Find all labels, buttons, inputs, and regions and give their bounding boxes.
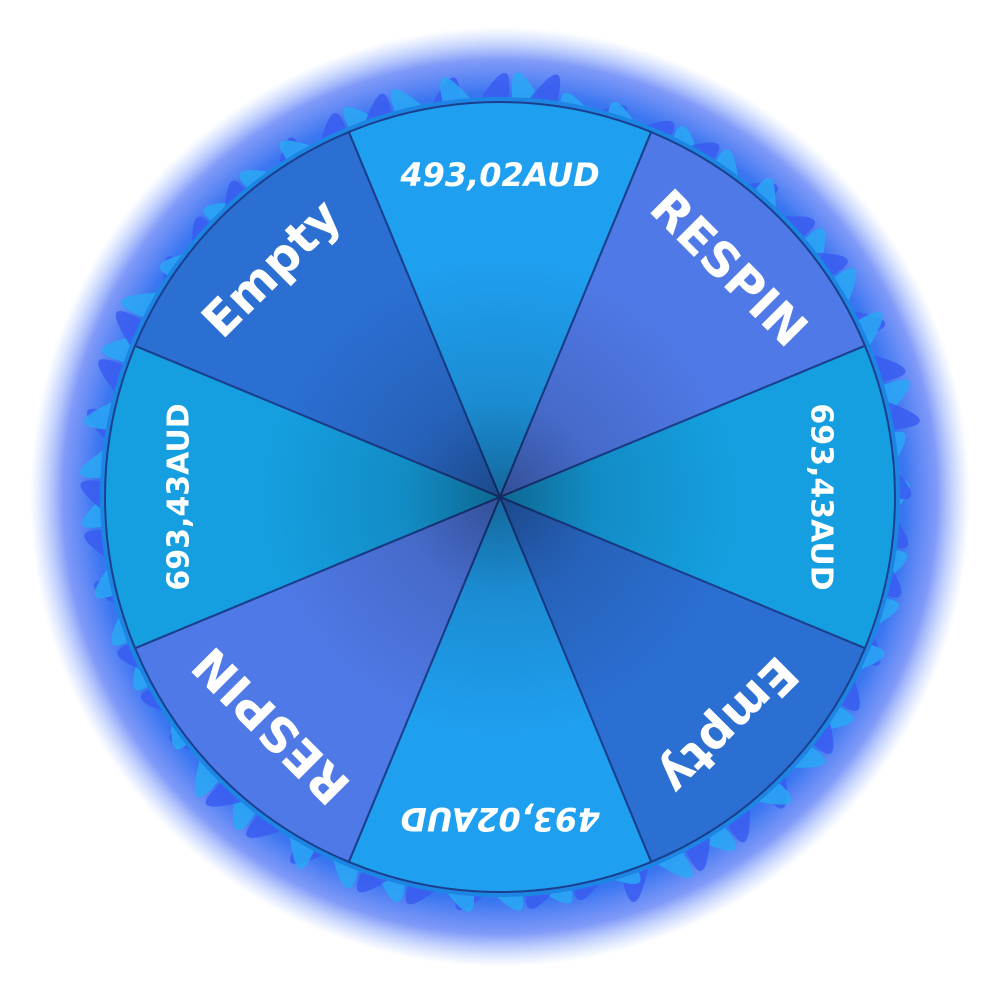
flame-tongue <box>526 74 561 107</box>
flame-tongue <box>120 292 163 319</box>
flame-tongue <box>653 848 693 879</box>
segment-label: 493,02AUD <box>399 156 599 194</box>
segment-label: 693,43AUD <box>162 403 197 590</box>
flame-tongue <box>115 310 146 351</box>
flame-tongue <box>356 867 393 893</box>
flame-tongue <box>194 755 222 798</box>
segment-label: 493,02AUD <box>400 800 600 838</box>
flame-tongue <box>279 140 316 163</box>
flame-tongue <box>205 780 248 807</box>
flame-tongue <box>477 72 510 103</box>
flame-tongue <box>696 823 737 851</box>
flame-tongue <box>246 811 287 838</box>
flame-tongue <box>830 268 857 307</box>
segment-label: 693,43AUD <box>804 403 839 590</box>
flame-tongue <box>343 106 380 132</box>
flame-tongue <box>684 831 711 872</box>
flame-tongue <box>80 480 106 513</box>
flame-tongue <box>854 311 883 351</box>
center-shade <box>105 102 895 892</box>
